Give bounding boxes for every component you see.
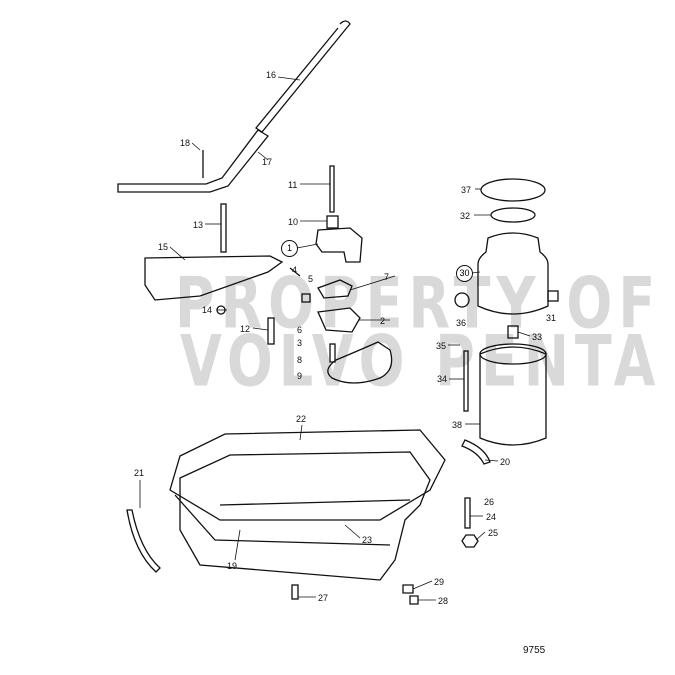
screw-12 <box>267 317 275 345</box>
callout-2: 2 <box>380 316 386 326</box>
sleeve <box>326 215 339 229</box>
spring <box>289 267 301 277</box>
callout-26: 26 <box>484 497 495 507</box>
gasket <box>490 207 536 223</box>
callout-4: 4 <box>292 265 298 275</box>
gears <box>317 279 353 299</box>
callout-22: 22 <box>296 414 307 424</box>
callout-31: 31 <box>546 313 557 323</box>
callout-1: 1 <box>281 240 298 257</box>
oil-pan <box>179 451 431 581</box>
callout-19: 19 <box>227 561 238 571</box>
front-seal <box>126 509 161 573</box>
pump-cover <box>317 307 361 333</box>
dipstick <box>255 20 351 133</box>
watermark-line-2: VOLVO PENTA <box>180 320 662 403</box>
callout-9: 9 <box>297 371 303 381</box>
oil-filter <box>479 346 547 446</box>
oil-pan-gasket <box>169 429 446 521</box>
callout-11: 11 <box>288 180 298 190</box>
callout-17: 17 <box>262 157 273 167</box>
rear-seal <box>461 439 491 465</box>
callout-14: 14 <box>202 305 213 315</box>
oil-pump-body <box>315 227 363 263</box>
callout-30: 30 <box>456 265 473 282</box>
callout-34: 34 <box>437 374 448 384</box>
callout-28: 28 <box>438 596 449 606</box>
callout-8: 8 <box>297 355 303 365</box>
callout-25: 25 <box>488 528 499 538</box>
stud-13 <box>220 203 227 253</box>
callout-21: 21 <box>134 468 145 478</box>
callout-12: 12 <box>240 324 251 334</box>
oil-strainer <box>327 341 393 384</box>
callout-37: 37 <box>461 185 472 195</box>
callout-23: 23 <box>362 535 373 545</box>
callout-15: 15 <box>158 242 169 252</box>
callout-27: 27 <box>318 593 329 603</box>
o-ring <box>480 178 546 202</box>
callout-16: 16 <box>266 70 277 80</box>
dipstick-tube <box>117 129 269 193</box>
callout-10: 10 <box>288 217 299 227</box>
callout-3: 3 <box>297 338 303 348</box>
callout-38: 38 <box>452 420 463 430</box>
callout-6: 6 <box>297 325 303 335</box>
callout-20: 20 <box>500 457 511 467</box>
callout-7: 7 <box>384 272 390 282</box>
callout-5: 5 <box>308 274 314 284</box>
filter-head <box>477 232 549 315</box>
callout-33: 33 <box>532 332 543 342</box>
callout-35: 35 <box>436 341 447 351</box>
figure-number: 9755 <box>523 645 546 656</box>
stud <box>329 165 335 213</box>
callout-32: 32 <box>460 211 471 221</box>
callout-18: 18 <box>180 138 191 148</box>
callout-13: 13 <box>193 220 204 230</box>
callout-29: 29 <box>434 577 445 587</box>
callout-36: 36 <box>456 318 467 328</box>
baffle-plate <box>144 255 284 301</box>
callout-24: 24 <box>486 512 497 522</box>
